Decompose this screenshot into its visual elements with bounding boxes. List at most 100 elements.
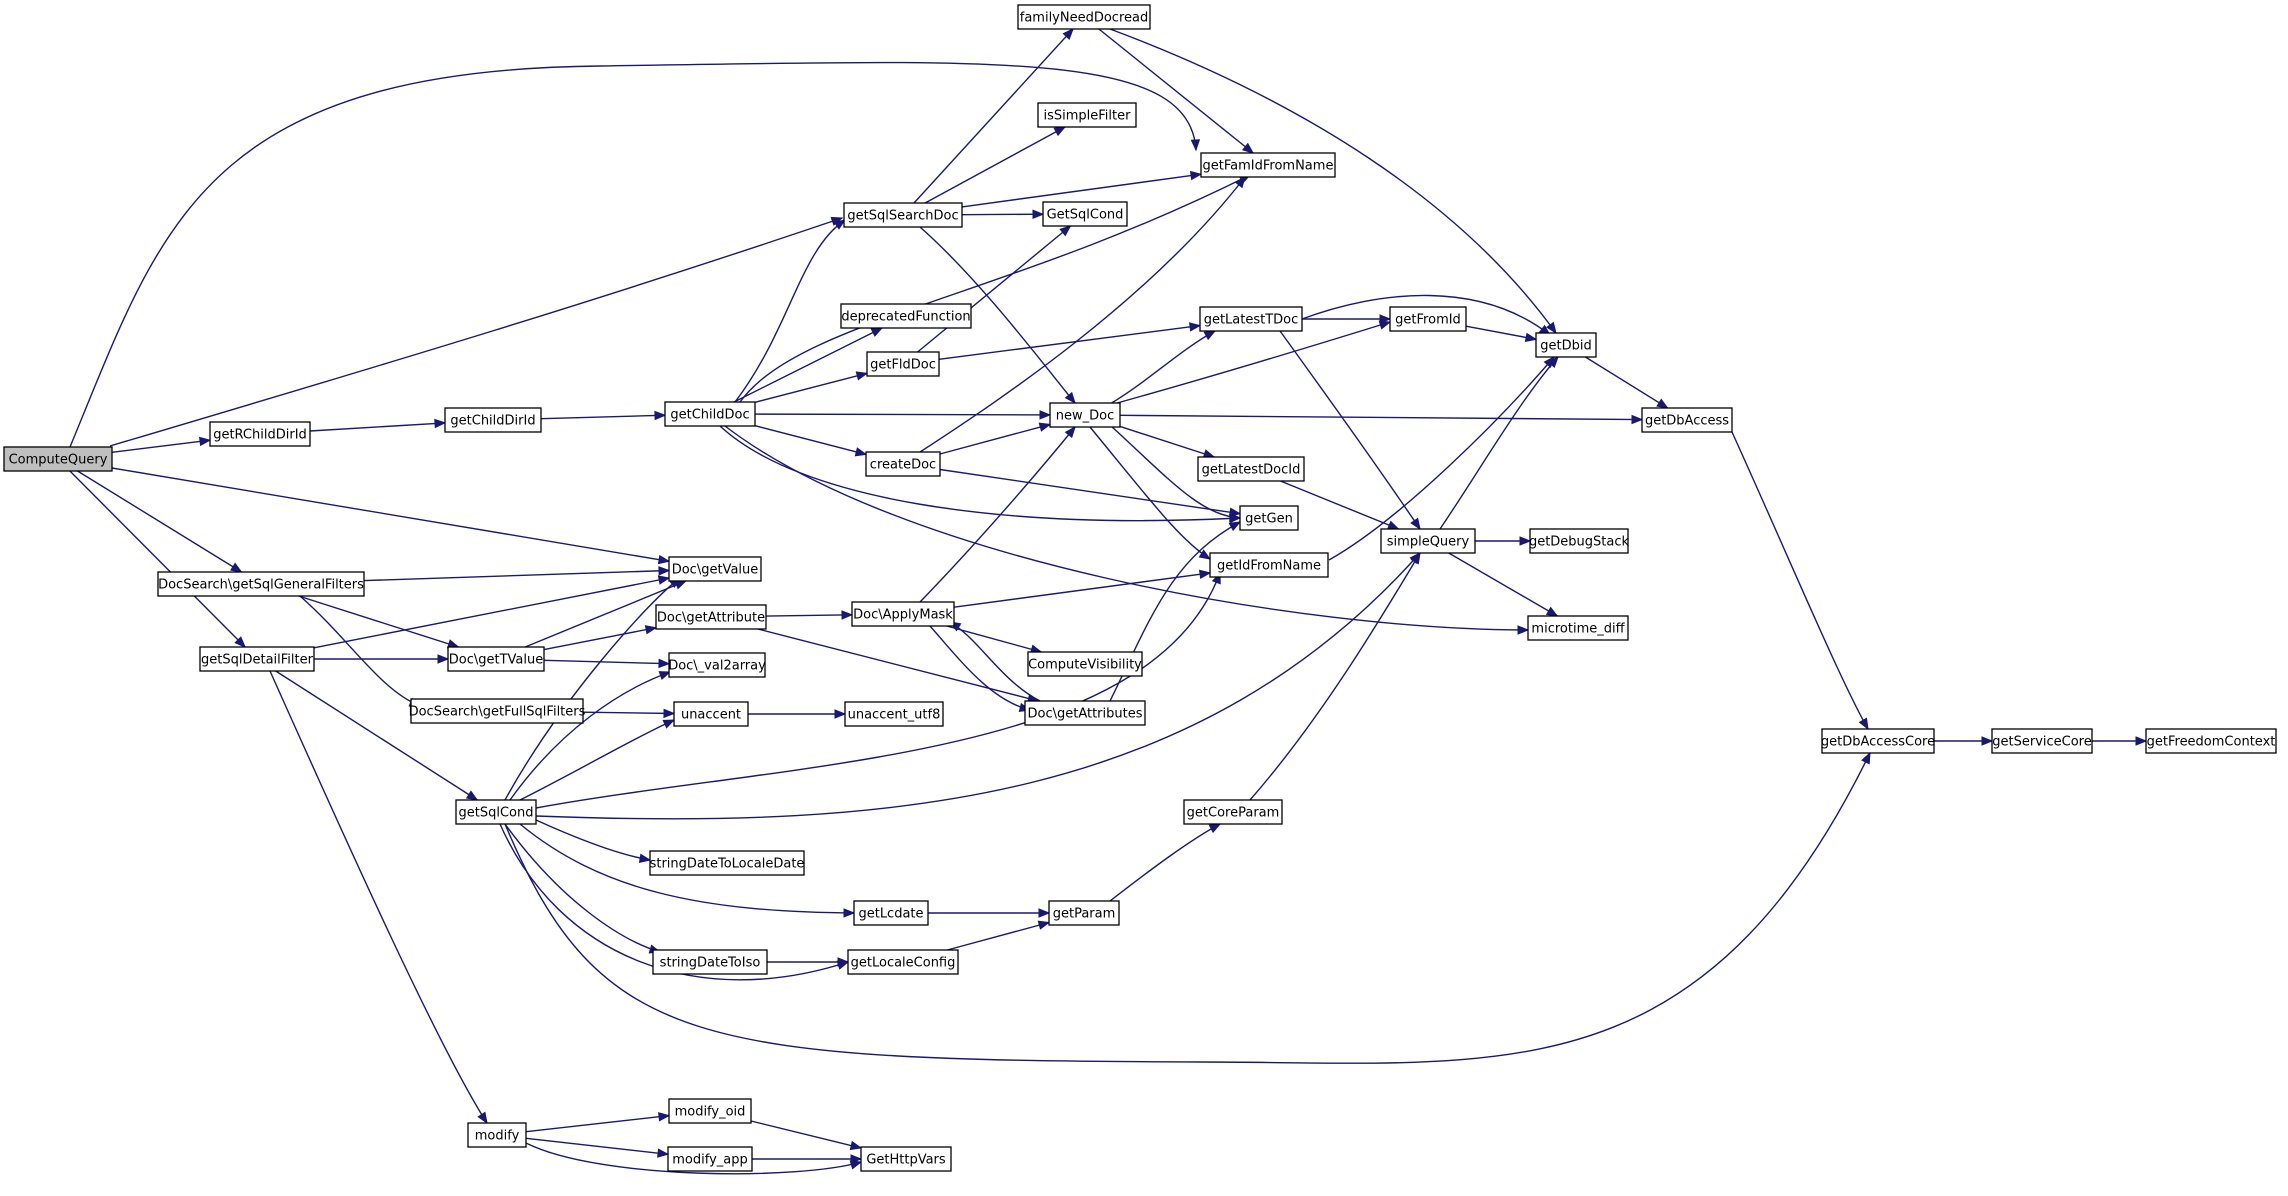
node-doc-val2array[interactable]: Doc\_val2array — [668, 652, 766, 678]
arrowhead — [465, 790, 479, 801]
arrowhead — [1228, 521, 1242, 532]
node-box — [655, 604, 767, 630]
edge-new-doc-to-get-latest-tdoc — [1109, 330, 1217, 405]
edge-unaccent-to-unaccent-utf8 — [748, 709, 847, 719]
node-unaccent-utf8[interactable]: unaccent_utf8 — [844, 701, 944, 727]
node-create-doc[interactable]: createDoc — [865, 451, 941, 477]
node-get-rchild-dir-id[interactable]: getRChildDirId — [209, 421, 311, 447]
arrowhead — [837, 957, 850, 967]
node-string-date-to-iso[interactable]: stringDateToIso — [652, 949, 768, 975]
edge-get-db-access-core-to-get-service-core — [1934, 736, 1994, 746]
edge-doc-get-attributes-to-doc-apply-mask — [948, 621, 1041, 702]
node-get-freedom-context[interactable]: getFreedomContext — [2145, 728, 2277, 754]
node-get-db-access[interactable]: getDbAccess — [1641, 407, 1733, 433]
edge-line — [1098, 28, 1254, 154]
edge-doc-search-get-sql-general-filters-to-doc-get-value — [363, 566, 671, 582]
node-get-param[interactable]: getParam — [1048, 900, 1120, 926]
edge-line — [1249, 552, 1421, 801]
node-simple-query[interactable]: simpleQuery — [1380, 528, 1476, 554]
node-get-fld-doc[interactable]: getFldDoc — [866, 351, 940, 377]
edge-line — [543, 627, 657, 651]
node-get-debug-stack[interactable]: getDebugStack — [1529, 528, 1630, 554]
node-doc-apply-mask[interactable]: Doc\ApplyMask — [851, 601, 955, 627]
node-box — [1017, 4, 1151, 30]
node-microtime-diff[interactable]: microtime_diff — [1527, 615, 1629, 641]
arrowhead — [854, 447, 868, 457]
edge-line — [299, 595, 421, 707]
node-doc-get-tvalue[interactable]: Doc\getTValue — [447, 646, 545, 672]
edge-get-sql-search-doc-to-new-doc — [919, 226, 1076, 405]
node-doc-get-value[interactable]: Doc\getValue — [668, 556, 762, 582]
edge-line — [540, 414, 666, 420]
edge-line — [917, 225, 1071, 353]
node-doc-get-attribute[interactable]: Doc\getAttribute — [655, 604, 767, 630]
node-compute-visibility[interactable]: ComputeVisibility — [1027, 651, 1143, 677]
edge-line — [525, 1137, 669, 1155]
arrowhead — [1039, 410, 1052, 420]
node-get-sql-search-doc[interactable]: getSqlSearchDoc — [843, 202, 963, 228]
edge-doc-get-tvalue-to-doc-val2array — [543, 658, 671, 669]
node-get-sql-cond[interactable]: getSqlCond — [455, 799, 537, 825]
arrowhead — [1038, 422, 1052, 432]
edge-get-db-access-to-get-db-access-core — [1731, 431, 1869, 731]
arrowhead — [1189, 170, 1203, 181]
arrowhead — [658, 671, 672, 681]
edge-simple-query-to-get-dbid — [1439, 355, 1559, 530]
node-box — [843, 202, 963, 228]
edge-line — [1119, 425, 1215, 458]
node-doc-get-attributes[interactable]: Doc\getAttributes — [1024, 700, 1146, 726]
node-label: DocSearch\getFullSqlFilters — [409, 705, 586, 720]
node-box — [467, 1122, 527, 1148]
node-doc-search-get-full-sql-filters[interactable]: DocSearch\getFullSqlFilters — [409, 698, 586, 724]
arrowhead — [1386, 520, 1400, 530]
node-string-date-to-locale-date[interactable]: stringDateToLocaleDate — [649, 850, 805, 876]
node-get-sql-detail-filter[interactable]: getSqlDetailFilter — [199, 646, 315, 672]
node-label: getSqlDetailFilter — [201, 653, 314, 668]
node-get-latest-tdoc[interactable]: getLatestTDoc — [1199, 306, 1303, 332]
arrowhead — [849, 1140, 863, 1151]
arrowhead — [1198, 569, 1212, 579]
edge-line — [509, 671, 671, 801]
node-label: getSqlSearchDoc — [847, 209, 958, 224]
node-get-fam-id-from-name[interactable]: getFamIdFromName — [1200, 152, 1336, 178]
node-deprecated-function[interactable]: deprecatedFunction — [840, 303, 972, 329]
node-get-from-id[interactable]: getFromId — [1389, 306, 1467, 332]
node-get-locale-config[interactable]: getLocaleConfig — [847, 949, 959, 975]
node-label: unaccent_utf8 — [848, 708, 941, 723]
node-modify[interactable]: modify — [467, 1122, 527, 1148]
node-get-latest-doc-id[interactable]: getLatestDocId — [1197, 456, 1305, 482]
node-box — [3, 446, 113, 472]
edge-line — [504, 752, 1871, 1064]
node-unaccent[interactable]: unaccent — [673, 701, 749, 727]
node-label: Doc\_val2array — [668, 659, 766, 674]
node-get-core-param[interactable]: getCoreParam — [1183, 799, 1283, 825]
edge-line — [535, 552, 1421, 820]
arrowhead — [850, 1154, 863, 1164]
node-get-gen[interactable]: getGen — [1239, 505, 1299, 531]
node-get-sql-cond[interactable]: GetSqlCond — [1042, 201, 1128, 227]
node-label: getLatestTDoc — [1204, 313, 1299, 328]
node-get-service-core[interactable]: getServiceCore — [1991, 728, 2093, 754]
node-family-need-docread[interactable]: familyNeedDocread — [1017, 4, 1151, 30]
node-is-simple-filter[interactable]: isSimpleFilter — [1037, 102, 1137, 128]
arrowhead — [1190, 139, 1201, 152]
node-get-id-from-name[interactable]: getIdFromName — [1209, 552, 1329, 578]
node-doc-search-get-sql-general-filters[interactable]: DocSearch\getSqlGeneralFilters — [157, 571, 365, 597]
node-get-child-doc[interactable]: getChildDoc — [664, 401, 756, 427]
edge-doc-apply-mask-to-new-doc — [919, 425, 1076, 603]
node-get-lcdate[interactable]: getLcdate — [853, 900, 929, 926]
node-get-child-dir-id[interactable]: getChildDirId — [444, 407, 542, 433]
node-label: getLatestDocId — [1202, 463, 1301, 478]
node-get-http-vars[interactable]: GetHttpVars — [860, 1146, 952, 1172]
node-label: getDebugStack — [1529, 535, 1630, 550]
node-modify-oid[interactable]: modify_oid — [668, 1098, 752, 1124]
node-modify-app[interactable]: modify_app — [667, 1146, 753, 1172]
node-compute-query[interactable]: ComputeQuery — [3, 446, 113, 472]
edge-line — [525, 1114, 670, 1133]
node-get-dbid[interactable]: getDbid — [1535, 332, 1597, 358]
arrowhead — [657, 575, 671, 585]
node-get-db-access-core[interactable]: getDbAccessCore — [1821, 728, 1935, 754]
arrowhead — [1234, 175, 1246, 189]
edge-compute-query-to-get-sql-detail-filter — [69, 470, 247, 648]
node-new-doc[interactable]: new_Doc — [1049, 402, 1121, 428]
